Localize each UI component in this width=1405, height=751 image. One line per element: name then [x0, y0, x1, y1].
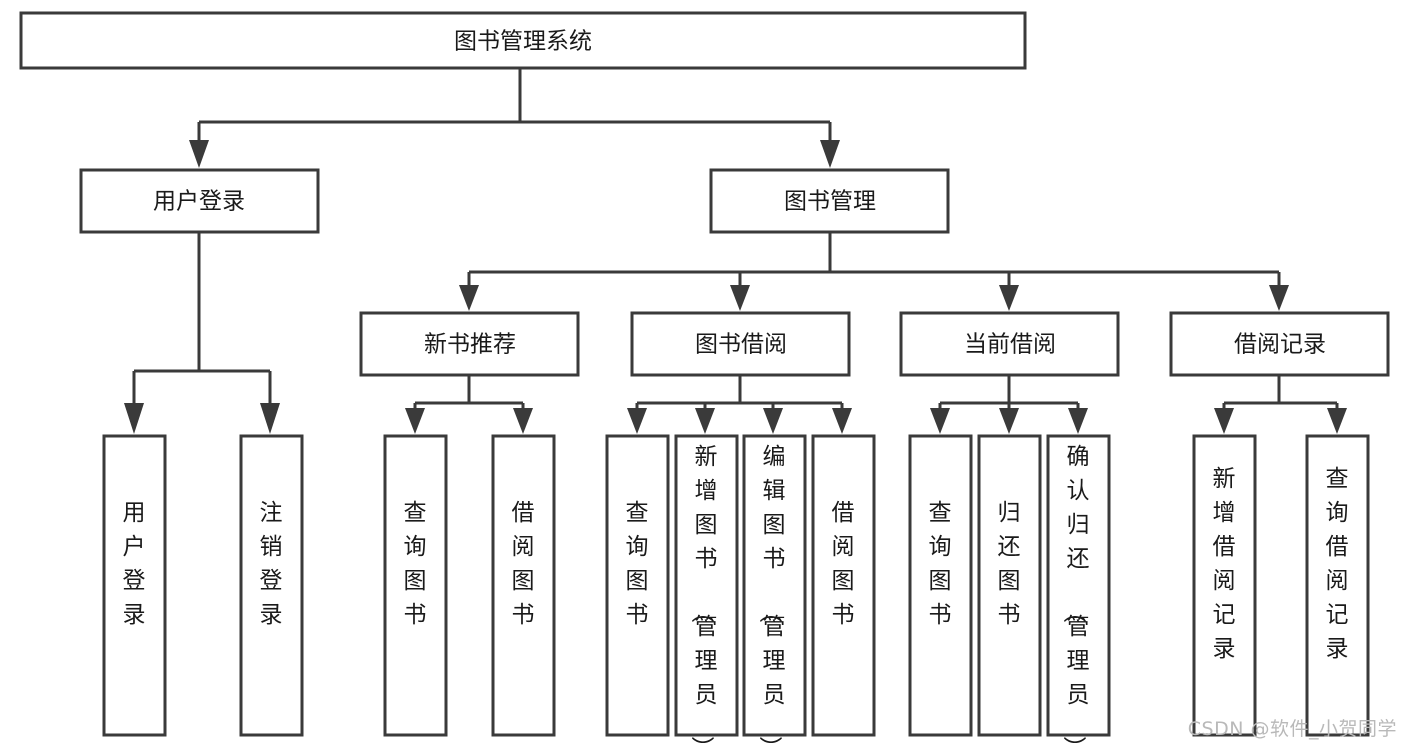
- leaf-query-book-newbook-label: 查询图书: [404, 500, 427, 628]
- arrowhead-newbook-leaf-2: [513, 408, 533, 434]
- node-book-borrow-label: 图书借阅: [695, 332, 787, 358]
- leaf-add-book-admin-box[interactable]: [674, 434, 739, 737]
- arrowhead-bookborrow-leaf-4: [832, 408, 852, 434]
- node-root-label: 图书管理系统: [454, 29, 592, 55]
- leaf-query-book-newbook[interactable]: 查询图书: [383, 434, 448, 737]
- node-borrow-record-box[interactable]: [1169, 311, 1390, 377]
- arrowhead-leaf-logout: [260, 403, 280, 434]
- node-user-login-box[interactable]: [79, 168, 320, 234]
- leaf-borrow-book-newbook-box[interactable]: [491, 434, 556, 737]
- leaf-edit-book-admin-label: 编辑图书（管理员）: [757, 444, 786, 747]
- leaf-edit-book-admin[interactable]: 编辑图书（管理员）: [742, 434, 807, 751]
- leaf-logout-label: 注销登录: [260, 500, 283, 628]
- node-root[interactable]: 图书管理系统: [19, 11, 1027, 70]
- node-book-borrow-box[interactable]: [630, 311, 851, 377]
- leaf-query-book-currentborrow[interactable]: 查询图书: [908, 434, 973, 737]
- connectors-book-borrow-to-leaves: [627, 375, 852, 434]
- arrowhead-borrowrecord-leaf-2: [1327, 408, 1347, 434]
- arrowhead-currentborrow-leaf-3: [1068, 408, 1088, 434]
- leaf-query-book-bookborrow-label: 查询图书: [626, 500, 649, 628]
- arrowhead-currentborrow-leaf-1: [930, 408, 950, 434]
- node-borrow-record[interactable]: 借阅记录: [1169, 311, 1390, 377]
- leaf-user-login-box[interactable]: [102, 434, 167, 737]
- leaf-query-book-bookborrow-box[interactable]: [605, 434, 670, 737]
- leaf-return-book[interactable]: 归还图书: [977, 434, 1042, 737]
- leaf-query-borrow-record-box[interactable]: [1305, 434, 1370, 737]
- connectors-user-login-to-leaves: [124, 232, 280, 434]
- leaf-user-login-label: 用户登录: [123, 500, 146, 628]
- arrowhead-leaf-user-login: [124, 403, 144, 434]
- connectors-root-to-level2: [189, 68, 840, 168]
- leaf-borrow-book-bookborrow-box[interactable]: [811, 434, 876, 737]
- leaf-logout-box[interactable]: [239, 434, 304, 737]
- arrowhead-book-borrow: [730, 285, 750, 311]
- leaf-query-book-newbook-box[interactable]: [383, 434, 448, 737]
- node-current-borrow-label: 当前借阅: [964, 332, 1056, 358]
- arrowhead-bookborrow-leaf-2: [695, 408, 715, 434]
- node-book-management-label: 图书管理: [784, 189, 876, 215]
- arrowhead-user-login: [189, 140, 209, 168]
- node-new-book-recommend[interactable]: 新书推荐: [359, 311, 580, 377]
- connectors-current-borrow-to-leaves: [930, 375, 1088, 434]
- arrowhead-currentborrow-leaf-2: [999, 408, 1019, 434]
- node-user-login[interactable]: 用户登录: [79, 168, 320, 234]
- leaf-query-borrow-record-label: 查询借阅记录: [1326, 466, 1349, 662]
- node-borrow-record-label: 借阅记录: [1234, 332, 1326, 358]
- leaf-borrow-book-bookborrow[interactable]: 借阅图书: [811, 434, 876, 737]
- leaf-add-book-admin-label: 新增图书（管理员）: [689, 444, 718, 747]
- leaf-add-borrow-record-label: 新增借阅记录: [1213, 466, 1236, 662]
- leaf-query-book-bookborrow[interactable]: 查询图书: [605, 434, 670, 737]
- leaf-query-book-currentborrow-box[interactable]: [908, 434, 973, 737]
- leaf-borrow-book-newbook-label: 借阅图书: [512, 500, 535, 628]
- node-current-borrow[interactable]: 当前借阅: [899, 311, 1120, 377]
- connectors-new-book-to-leaves: [405, 375, 533, 434]
- connectors-borrow-record-to-leaves: [1214, 375, 1347, 434]
- node-user-login-label: 用户登录: [153, 189, 245, 215]
- node-root-box[interactable]: [19, 11, 1027, 70]
- arrowhead-borrow-record: [1269, 285, 1289, 311]
- arrowhead-new-book: [459, 285, 479, 311]
- arrowhead-borrowrecord-leaf-1: [1214, 408, 1234, 434]
- leaf-add-borrow-record-box[interactable]: [1192, 434, 1257, 737]
- leaf-confirm-return-admin-label: 确认归还（管理员）: [1061, 444, 1090, 747]
- leaf-borrow-book-bookborrow-label: 借阅图书: [832, 500, 855, 628]
- leaf-logout[interactable]: 注销登录: [239, 434, 304, 737]
- leaf-confirm-return-admin[interactable]: 确认归还（管理员）: [1046, 434, 1111, 751]
- leaf-query-borrow-record[interactable]: 查询借阅记录: [1305, 434, 1370, 737]
- arrowhead-newbook-leaf-1: [405, 408, 425, 434]
- leaf-borrow-book-newbook[interactable]: 借阅图书: [491, 434, 556, 737]
- arrowhead-bookborrow-leaf-1: [627, 408, 647, 434]
- node-new-book-recommend-label: 新书推荐: [424, 332, 516, 358]
- leaf-return-book-label: 归还图书: [998, 500, 1021, 628]
- leaf-return-book-box[interactable]: [977, 434, 1042, 737]
- arrowhead-current-borrow: [999, 285, 1019, 311]
- arrowhead-book-mgmt: [820, 140, 840, 168]
- node-book-borrow[interactable]: 图书借阅: [630, 311, 851, 377]
- leaf-confirm-return-admin-box[interactable]: [1046, 434, 1111, 737]
- leaf-add-borrow-record[interactable]: 新增借阅记录: [1192, 434, 1257, 737]
- leaf-add-book-admin[interactable]: 新增图书（管理员）: [674, 434, 739, 751]
- leaf-edit-book-admin-box[interactable]: [742, 434, 807, 737]
- leaf-query-book-currentborrow-label: 查询图书: [929, 500, 952, 628]
- node-current-borrow-box[interactable]: [899, 311, 1120, 377]
- arrowhead-bookborrow-leaf-3: [763, 408, 783, 434]
- node-book-management-box[interactable]: [709, 168, 950, 234]
- node-new-book-recommend-box[interactable]: [359, 311, 580, 377]
- node-book-management[interactable]: 图书管理: [709, 168, 950, 234]
- connectors-book-mgmt-to-level3: [459, 232, 1289, 311]
- leaf-user-login[interactable]: 用户登录: [102, 434, 167, 737]
